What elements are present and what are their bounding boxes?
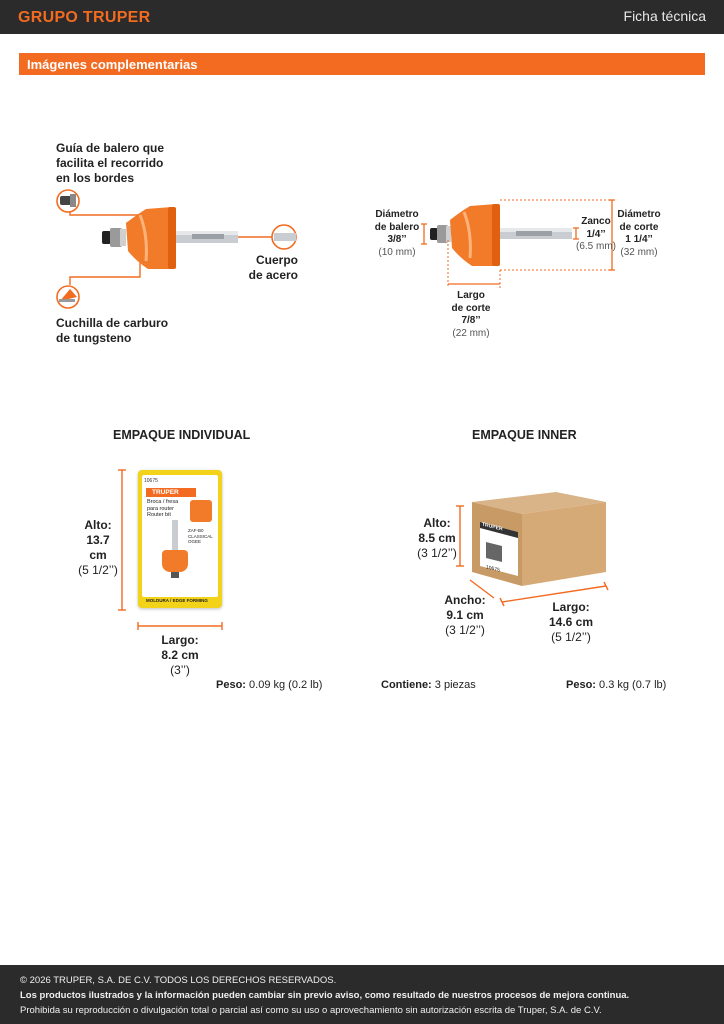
card-footer: MOLDURA / EDGE FORMING [146, 598, 208, 603]
feature-carbide-blade-line1: Cuchilla de carburo [56, 316, 169, 330]
section-bar: Imágenes complementarias [19, 53, 705, 75]
card-product-name: Broca / fresa para router Router bit [147, 499, 178, 519]
inner-contents-value: 3 piezas [434, 679, 476, 691]
inner-weight: Peso: 0.3 kg (0.7 lb) [566, 679, 666, 691]
dimension-bearing-diameter-label1: Diámetro [375, 209, 419, 220]
card-name-line2: para router [147, 505, 174, 512]
feature-bearing-guide-line2: facilita el recorrido [56, 156, 164, 170]
inner-contents-label: Contiene: [381, 679, 432, 691]
inner-length-imperial: (5 1/2’’) [551, 630, 591, 644]
card-model-code: ZAF-B0 [188, 528, 204, 533]
individual-weight-value: 0.09 kg (0.2 lb) [249, 679, 323, 691]
feature-carbide-blade: Cuchilla de carburo de tungsteno [56, 316, 168, 346]
inner-width: Ancho: 9.1 cm (3 1/2’’) [440, 593, 490, 638]
individual-length: Largo: 8.2 cm (3’’) [150, 633, 210, 678]
feature-bearing-guide: Guía de balero que facilita el recorrido… [56, 141, 164, 186]
card-name-line1: Broca / fresa [147, 499, 179, 505]
feature-carbide-blade-line2: de tungsteno [56, 331, 132, 345]
inner-height: Alto: 8.5 cm (3 1/2’’) [414, 516, 460, 561]
feature-bearing-guide-line3: en los bordes [56, 171, 135, 185]
individual-package-dimension-lines [118, 469, 223, 630]
individual-weight: Peso: 0.09 kg (0.2 lb) [216, 679, 322, 691]
inner-height-imperial: (3 1/2’’) [417, 546, 457, 560]
dimension-cut-diameter-value: 1 1/4’’ [625, 234, 653, 245]
feature-steel-body-line1: Cuerpo [256, 253, 298, 267]
dimension-cut-length-value: 7/8’’ [461, 315, 481, 326]
dimension-cut-length-label2: de corte [451, 302, 491, 314]
inner-weight-value: 0.3 kg (0.7 lb) [599, 679, 667, 691]
individual-height-imperial: (5 1/2’’) [78, 563, 118, 577]
individual-height-value: 13.7 cm [86, 533, 110, 562]
inner-weight-label: Peso: [566, 679, 596, 691]
card-model: ZAF-B0 CLASSICAL OGEE [188, 528, 222, 545]
feature-steel-body: Cuerpo de acero [238, 253, 298, 283]
dimension-cut-length-metric: (22 mm) [452, 327, 490, 339]
inner-width-value: 9.1 cm [446, 608, 484, 622]
section-title: Imágenes complementarias [27, 57, 198, 72]
individual-length-value: 8.2 cm [161, 648, 199, 662]
inner-package-box-illustration [456, 492, 609, 607]
individual-package-title: EMPAQUE INDIVIDUAL [113, 428, 251, 442]
dimension-shank-metric: (6.5 mm) [576, 241, 616, 252]
document-type: Ficha técnica [623, 8, 706, 24]
footer-copyright: © 2026 TRUPER, S.A. DE C.V. TODOS LOS DE… [20, 975, 337, 986]
dimension-cut-diameter-metric: (32 mm) [620, 246, 658, 258]
inner-length: Largo: 14.6 cm (5 1/2’’) [544, 600, 598, 645]
dimension-bearing-diameter-metric: (10 mm) [378, 246, 416, 258]
brand-logo: GRUPO TRUPER [18, 9, 151, 26]
inner-contents: Contiene: 3 piezas [381, 679, 476, 691]
inner-length-label: Largo: [552, 600, 590, 614]
inner-height-label: Alto: [423, 516, 451, 530]
inner-width-label: Ancho: [444, 593, 486, 607]
individual-package-card: 10675 TRUPER Broca / fresa para router R… [138, 470, 222, 608]
footer-disclaimer: Los productos ilustrados y la informació… [20, 990, 630, 1001]
dimension-cut-length: Largo de corte 7/8’’ (22 mm) [444, 290, 498, 340]
header-bar: GRUPO TRUPER Ficha técnica [0, 0, 724, 34]
card-brand: TRUPER [152, 489, 179, 496]
dimension-cut-diameter-label2: de corte [619, 221, 659, 233]
router-bit-dimension-illustration [421, 199, 615, 288]
card-name-line3: Router bit [147, 512, 171, 518]
individual-length-label: Largo: [161, 633, 199, 647]
dimension-shank-label: Zanco [581, 216, 611, 227]
card-style: CLASSICAL OGEE [188, 533, 213, 545]
dimension-bearing-diameter-value: 3/8’’ [387, 234, 407, 245]
router-bit-feature-illustration [56, 189, 297, 309]
dimension-shank-value: 1/4’’ [586, 228, 606, 240]
individual-height: Alto: 13.7 cm (5 1/2’’) [76, 518, 120, 578]
feature-bearing-guide-line1: Guía de balero que [56, 141, 165, 155]
dimension-cut-length-label1: Largo [457, 290, 485, 301]
individual-weight-label: Peso: [216, 679, 246, 691]
feature-steel-body-line2: de acero [248, 268, 298, 282]
inner-height-value: 8.5 cm [418, 531, 456, 545]
inner-length-value: 14.6 cm [548, 615, 594, 629]
dimension-cut-diameter: Diámetro de corte 1 1/4’’ (32 mm) [614, 209, 664, 259]
individual-length-imperial: (3’’) [170, 663, 190, 677]
inner-width-imperial: (3 1/2’’) [445, 623, 485, 637]
inner-package-title: EMPAQUE INNER [472, 428, 577, 442]
dimension-bearing-diameter-label2: de balero [374, 221, 420, 233]
card-code: 10675 [144, 478, 158, 484]
footer-prohibition: Prohibida su reproducción o divulgación … [20, 1005, 602, 1016]
footer: © 2026 TRUPER, S.A. DE C.V. TODOS LOS DE… [0, 965, 724, 1024]
dimension-shank: Zanco 1/4’’ (6.5 mm) [575, 216, 617, 254]
dimension-bearing-diameter: Diámetro de balero 3/8’’ (10 mm) [368, 209, 426, 259]
dimension-cut-diameter-label1: Diámetro [617, 209, 661, 220]
individual-height-label: Alto: [84, 518, 112, 532]
